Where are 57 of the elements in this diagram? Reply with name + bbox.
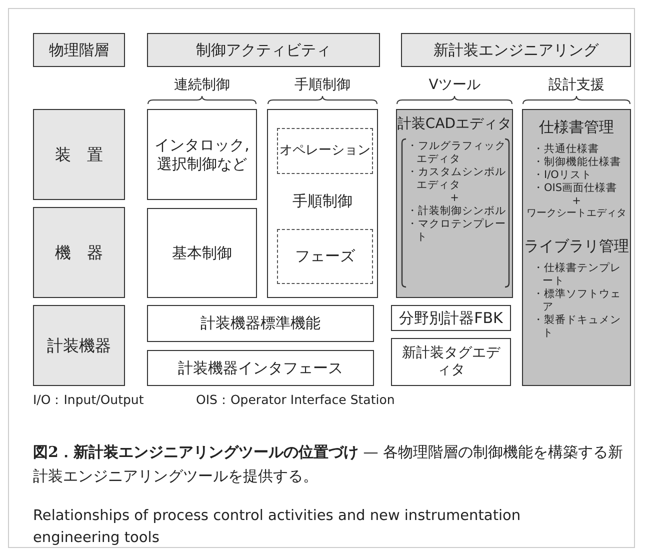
function-box (267, 109, 378, 298)
function-box (147, 350, 374, 386)
layer-box (33, 305, 125, 386)
footnote: I/O：Input/Output (33, 392, 144, 409)
bullet-item: ・標準ソフトウェア (532, 288, 622, 314)
box-label: オペレーション (280, 142, 370, 160)
box-label: 基本制御 (172, 244, 232, 262)
bullet-item: ・計装制御シンボル (406, 205, 507, 218)
caption: 図2．新計装エンジニアリングツールの位置づけ — 各物理階層の制御機能を構築する新計装エンジニアリングツールを提供する。 (33, 442, 623, 487)
column-heading: 設計支援 (548, 76, 606, 94)
bullet-item: ・共通仕様書 (532, 142, 600, 156)
bullet-item: ・製番ドキュメント (532, 314, 622, 340)
bullet-item: ・仕様書テンプレート (532, 262, 622, 288)
bullet-item: ・制御機能仕様書 (532, 156, 622, 169)
header-box (147, 33, 380, 67)
function-box (147, 109, 257, 200)
box-label: 手順制御 (292, 192, 354, 211)
footnote: OIS：Operator Interface Station (196, 392, 395, 409)
box-label: インタロック,選択制御など (154, 136, 250, 174)
box-label: 仕様書管理 (539, 118, 614, 137)
english-caption: Relationships of process control activities and new instrumentation engineering tools (33, 507, 522, 548)
box-label: 新計装タグエディタ (401, 344, 502, 380)
box-label: 計装機器標準機能 (200, 314, 320, 333)
box-label: ワークシートエディタ (526, 208, 626, 221)
box-label: 機器 (55, 242, 119, 262)
bullet-item: ・I/Oリスト (532, 169, 593, 182)
box-label: フェーズ (295, 247, 355, 266)
plus-sign: + (572, 195, 581, 208)
bullet-item: ・カスタムシンボルエディタ (406, 166, 507, 192)
dashed-box (277, 128, 373, 174)
box-label: 新計装エンジニアリング (434, 40, 598, 60)
box-label: ライブラリ管理 (524, 236, 629, 256)
box-label: 分野別計器FBK (399, 308, 503, 328)
box-label: 装置 (55, 144, 119, 164)
function-box (391, 338, 511, 386)
column-heading: Vツール (428, 76, 482, 94)
layer-box (33, 207, 125, 298)
header-box (401, 33, 631, 67)
column-heading: 手順制御 (294, 76, 352, 94)
header-box (33, 33, 125, 67)
dashed-box (277, 229, 373, 284)
function-box (147, 305, 374, 342)
column-heading: 連続制御 (173, 76, 231, 94)
box-label: 計装機器 (47, 336, 111, 356)
bullet-item: ・OIS画面仕様書 (532, 182, 618, 196)
layer-box (33, 109, 125, 200)
box-label: 計装機器インタフェース (178, 358, 343, 378)
tool-panel (396, 109, 513, 298)
box-label: 計装CADエディタ (397, 116, 512, 134)
bullet-item: ・フルグラフィックエディタ (406, 140, 507, 166)
function-box (147, 208, 257, 298)
box-label: 制御アクティビティ (196, 40, 331, 60)
function-box (391, 305, 511, 331)
tool-panel (522, 109, 631, 386)
plus-sign: + (450, 192, 459, 205)
box-label: 物理階層 (49, 40, 109, 60)
bullet-item: ・マクロテンプレート (406, 218, 507, 244)
